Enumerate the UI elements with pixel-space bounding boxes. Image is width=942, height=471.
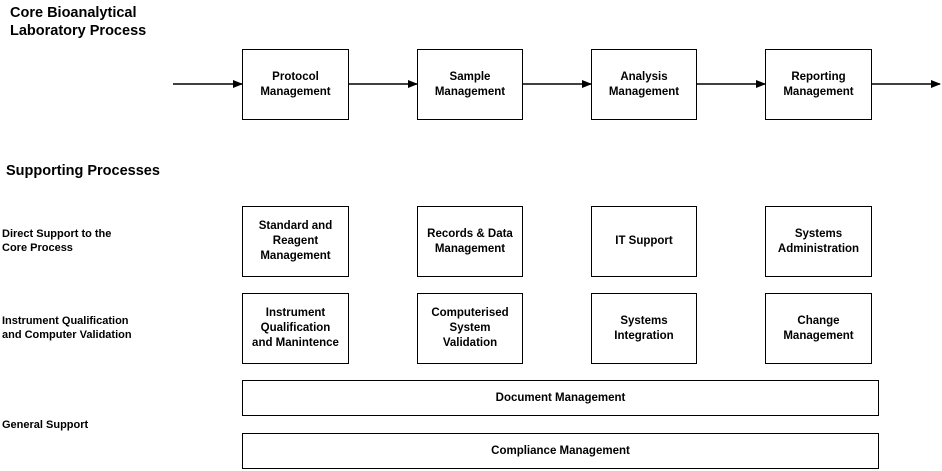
box-text-line: Management xyxy=(608,85,680,98)
box-text-line: System xyxy=(449,322,491,334)
box-text-line: Reporting xyxy=(791,70,846,83)
document-management-box: Document Management xyxy=(242,380,879,416)
label-line: Direct Support to the xyxy=(2,228,112,240)
general-support-label: General Support xyxy=(2,419,89,431)
box-text-line: Management xyxy=(434,85,506,98)
direct-support-label: Direct Support to the Core Process xyxy=(2,227,111,255)
box-text-line: Integration xyxy=(614,329,674,342)
supporting-processes-title: Supporting Processes xyxy=(6,163,160,179)
box-text-line: Reagent xyxy=(272,235,319,247)
box-text-line: Management xyxy=(783,85,854,98)
label-line: Instrument Qualification xyxy=(2,315,129,327)
box-text-line: IT Support xyxy=(615,235,673,247)
box-text-line: Records & Data xyxy=(427,227,513,240)
core-process-title: Core Bioanalytical Laboratory Process xyxy=(10,4,146,40)
box-text-line: Management xyxy=(434,242,506,255)
box-text-line: Systems xyxy=(620,314,668,327)
box-text-line: Qualification xyxy=(260,322,331,334)
box-text-line: Administration xyxy=(777,242,860,255)
box-text-line: Standard and xyxy=(258,220,333,232)
core-title-line1: Core Bioanalytical xyxy=(10,5,137,21)
it-support-box: IT Support xyxy=(591,206,697,277)
box-text-line: and Manintence xyxy=(252,337,339,349)
box-text-line: Validation xyxy=(442,337,498,349)
box-text-line: Change xyxy=(797,314,840,327)
box-text-line: Management xyxy=(260,85,331,98)
box-text-line: Analysis xyxy=(620,70,668,83)
box-text-line: Management xyxy=(783,329,854,342)
label-line: Core Process xyxy=(2,242,73,254)
core-title-line2: Laboratory Process xyxy=(10,23,147,39)
compliance-management-box: Compliance Management xyxy=(242,433,879,469)
instrument-qualification-label: Instrument Qualification and Computer Va… xyxy=(2,314,132,342)
box-text-line: Management xyxy=(260,250,331,262)
box-text-line: Protocol xyxy=(272,70,319,83)
box-text-line: Systems xyxy=(794,227,843,240)
box-text-line: Sample xyxy=(449,70,491,83)
box-text-line: Instrument xyxy=(265,307,326,319)
box-text-line: Computerised xyxy=(431,307,509,319)
label-line: and Computer Validation xyxy=(2,329,132,341)
